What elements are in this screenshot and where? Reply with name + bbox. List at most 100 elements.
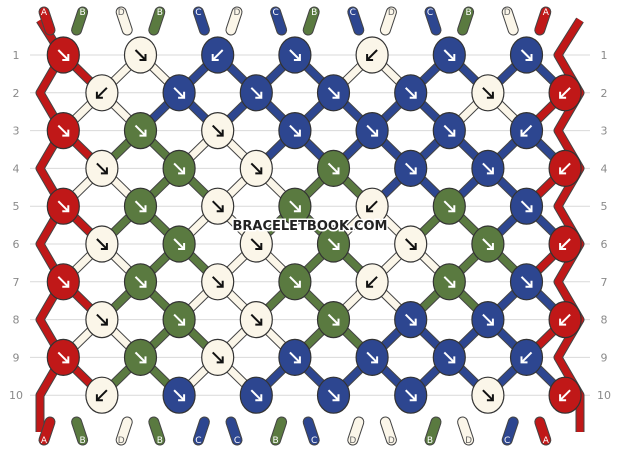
- strand-stub: [226, 7, 242, 35]
- forward-arrow-icon: [57, 276, 70, 288]
- strand-stub: [380, 7, 396, 35]
- backward-arrow-icon: [366, 49, 378, 61]
- forward-arrow-icon: [327, 162, 340, 175]
- knot: [432, 112, 466, 150]
- forward-arrow-icon: [289, 351, 301, 364]
- knot: [162, 74, 196, 112]
- strand-label-top: D: [504, 8, 511, 18]
- strand-stub: [39, 7, 55, 35]
- knot: [278, 338, 312, 376]
- row-number-right: 10: [597, 389, 611, 402]
- strand-label-top: D: [234, 8, 241, 18]
- strand-label-bottom: C: [504, 436, 510, 446]
- strand-stub: [39, 417, 55, 445]
- forward-arrow-icon: [443, 49, 456, 61]
- strand-label-bottom: D: [349, 436, 356, 446]
- knot: [162, 225, 196, 263]
- knot: [123, 187, 158, 225]
- strand-label-bottom: D: [465, 436, 472, 446]
- backward-arrow-icon: [520, 124, 533, 137]
- backward-arrow-icon: [366, 200, 378, 213]
- knot: [239, 301, 273, 339]
- knot: [85, 149, 119, 187]
- forward-arrow-icon: [520, 276, 533, 288]
- knot: [123, 263, 158, 301]
- strand-label-top: D: [118, 8, 125, 18]
- knot: [548, 225, 582, 263]
- knot: [394, 225, 428, 263]
- knot: [548, 149, 582, 187]
- row-number-left: 10: [9, 389, 23, 402]
- forward-arrow-icon: [211, 200, 224, 213]
- strand-stub: [348, 417, 364, 445]
- forward-arrow-icon: [173, 313, 186, 326]
- row-number-left: 7: [13, 276, 20, 289]
- strand-stub: [193, 417, 209, 445]
- knot: [432, 338, 466, 376]
- row-number-right: 6: [601, 238, 608, 251]
- knot: [85, 301, 119, 339]
- knot: [123, 338, 158, 376]
- knot: [355, 263, 389, 301]
- knot: [278, 112, 312, 150]
- forward-arrow-icon: [327, 87, 340, 99]
- forward-arrow-icon: [443, 351, 456, 364]
- knot: [471, 225, 505, 263]
- strand-label-bottom: C: [195, 436, 201, 446]
- backward-arrow-icon: [211, 49, 224, 61]
- knot: [394, 376, 428, 414]
- strand-label-top: C: [195, 8, 201, 18]
- forward-arrow-icon: [173, 87, 186, 99]
- strand-stub: [458, 417, 474, 445]
- knot: [394, 149, 428, 187]
- row-number-left: 3: [13, 125, 20, 138]
- forward-arrow-icon: [173, 162, 186, 175]
- knot: [278, 263, 312, 301]
- backward-arrow-icon: [559, 389, 571, 402]
- forward-arrow-icon: [96, 313, 108, 326]
- strand-label-bottom: D: [118, 436, 125, 446]
- knot: [201, 338, 235, 376]
- knot: [239, 225, 273, 263]
- row-number-right: 2: [601, 87, 608, 100]
- strand-stub: [502, 417, 518, 445]
- strand-label-top: B: [80, 8, 86, 18]
- watermark-text: BRACELETBOOK.COM: [233, 219, 388, 234]
- knot: [355, 112, 389, 150]
- backward-arrow-icon: [520, 351, 533, 364]
- forward-arrow-icon: [173, 238, 186, 250]
- strand-stub: [116, 417, 132, 445]
- backward-arrow-icon: [559, 87, 571, 99]
- strand-label-top: B: [157, 8, 163, 18]
- knot: [509, 263, 544, 301]
- row-number-left: 9: [13, 351, 20, 364]
- knot: [355, 36, 389, 74]
- knot: [278, 187, 312, 225]
- knot: [278, 36, 312, 74]
- strand-label-bottom: B: [157, 436, 163, 446]
- knot: [239, 376, 273, 414]
- forward-arrow-icon: [250, 238, 263, 250]
- strand-stub: [348, 7, 364, 35]
- forward-arrow-icon: [57, 351, 70, 364]
- knot: [548, 301, 582, 339]
- knot: [509, 112, 544, 150]
- knot: [85, 225, 119, 263]
- strand-stub: [226, 417, 242, 445]
- knot: [201, 36, 235, 74]
- knot: [471, 74, 505, 112]
- strand-label-top: B: [466, 8, 472, 18]
- forward-arrow-icon: [482, 162, 494, 175]
- strand-stub: [425, 7, 441, 35]
- row-number-left: 1: [13, 49, 20, 62]
- knot: [471, 149, 505, 187]
- backward-arrow-icon: [366, 276, 378, 288]
- backward-arrow-icon: [559, 238, 571, 250]
- row-number-right: 5: [601, 200, 608, 213]
- forward-arrow-icon: [520, 200, 533, 213]
- forward-arrow-icon: [482, 87, 494, 99]
- strand-label-top: A: [41, 8, 48, 18]
- knot: [394, 301, 428, 339]
- strand-label-top: C: [427, 8, 433, 18]
